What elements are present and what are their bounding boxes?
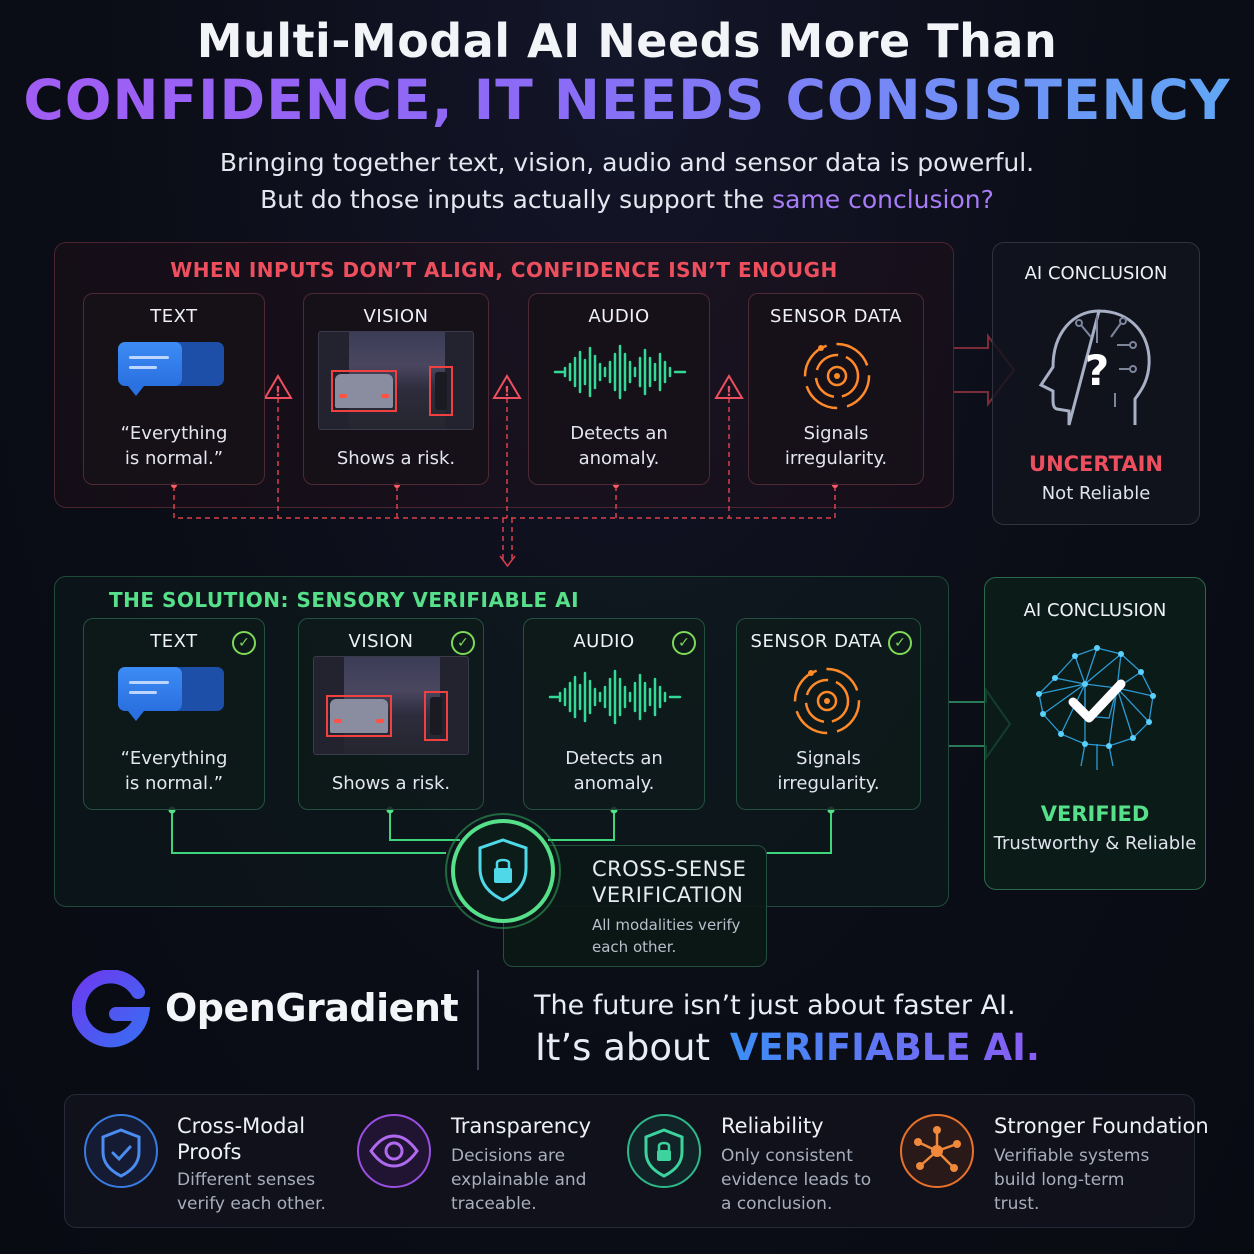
card-text-line2: irregularity.	[777, 773, 880, 794]
card-title: AUDIO	[573, 631, 635, 652]
eye-icon	[369, 1134, 419, 1168]
verification-desc-line2: each other.	[592, 938, 677, 956]
warning-icons	[263, 374, 744, 399]
subtitle-highlight: same conclusion?	[772, 185, 994, 214]
card-title: AUDIO	[588, 306, 650, 327]
feature-desc-line2: evidence leads to	[721, 1170, 872, 1190]
verified-conclusion-card: AI CONCLUSION VERIFIED Trustworthy & Rel…	[984, 577, 1206, 890]
feature-title-line2: Proofs	[177, 1140, 242, 1164]
tagline-line2: It’s about VERIFIABLE AI.	[535, 1026, 1040, 1069]
brain-check-icon	[1036, 645, 1156, 770]
page-title-line2: CONFIDENCE, IT NEEDS CONSISTENCY	[0, 68, 1254, 132]
card-text-line1: Signals	[796, 748, 861, 769]
svg-text:?: ?	[1085, 346, 1109, 395]
head-question-icon: ?	[1038, 309, 1151, 426]
conclusion-label: AI CONCLUSION	[1023, 600, 1167, 621]
feature-desc-line3: trust.	[994, 1194, 1040, 1214]
solution-heading: THE SOLUTION: SENSORY VERIFIABLE AI	[108, 588, 580, 612]
problem-card-text: TEXT “Everything is normal.”	[83, 293, 265, 485]
card-text-line1: Detects an	[570, 423, 668, 444]
card-text-line2: is normal.”	[124, 773, 224, 794]
uncertain-conclusion-card: AI CONCLUSION ? UNCERTAIN Not Reliable	[992, 242, 1200, 525]
feature-desc-line1: Different senses	[177, 1170, 316, 1190]
solution-card-sensor: SENSOR DATA ✓ Signals irregularity.	[736, 618, 921, 810]
svg-text:!: !	[726, 385, 732, 400]
feature-desc-line2: explainable and	[451, 1170, 587, 1190]
street-camera-image	[313, 656, 469, 755]
opengradient-logo-icon	[72, 970, 150, 1048]
shield-check-icon	[101, 1128, 141, 1178]
feature-desc-line1: Verifiable systems	[994, 1146, 1150, 1166]
conclusion-detail: Not Reliable	[1041, 483, 1151, 504]
card-text-line1: Signals	[803, 423, 869, 444]
feature-desc-line3: a conclusion.	[721, 1194, 833, 1214]
card-title: VISION	[348, 631, 414, 652]
card-text-line1: Shows a risk.	[331, 773, 451, 794]
radar-sensor-icon	[803, 342, 871, 410]
problem-card-sensor: SENSOR DATA Signals irregularity.	[748, 293, 924, 485]
feature-desc-line3: traceable.	[451, 1194, 537, 1214]
conclusion-label: AI CONCLUSION	[1024, 263, 1168, 284]
verification-title-line2: VERIFICATION	[592, 883, 744, 907]
problem-card-audio: AUDIO Detects an anomaly.	[528, 293, 710, 485]
card-text-line1: “Everything	[120, 748, 228, 769]
tagline-highlight: VERIFIABLE AI.	[729, 1026, 1040, 1069]
subtitle-line1: Bringing together text, vision, audio an…	[219, 148, 1035, 177]
card-text-line2: anomaly.	[573, 773, 655, 794]
card-title: SENSOR DATA	[750, 631, 883, 652]
card-text-line2: anomaly.	[578, 448, 660, 469]
problem-heading: WHEN INPUTS DON’T ALIGN, CONFIDENCE ISN’…	[170, 258, 838, 282]
card-title: VISION	[363, 306, 429, 327]
card-text-line2: is normal.”	[124, 448, 224, 469]
feature-title-line1: Transparency	[451, 1114, 592, 1138]
svg-text:!: !	[275, 385, 281, 400]
solution-card-audio: AUDIO ✓ Detects an anomaly.	[523, 618, 705, 810]
street-camera-image	[318, 331, 474, 430]
check-icon: ✓	[451, 631, 475, 655]
check-icon: ✓	[232, 631, 256, 655]
verification-callout: CROSS-SENSE VERIFICATION All modalities …	[503, 845, 767, 967]
shield-lock-icon	[644, 1128, 684, 1178]
verification-desc-line1: All modalities verify	[592, 916, 741, 934]
card-text-line2: irregularity.	[784, 448, 888, 469]
feature-desc-line2: verify each other.	[177, 1194, 326, 1214]
subtitle-line2: But do those inputs actually support the…	[260, 185, 994, 214]
radar-sensor-icon	[793, 667, 861, 735]
page-title-line1: Multi-Modal AI Needs More Than	[196, 14, 1058, 68]
card-text-line1: “Everything	[120, 423, 228, 444]
verification-title-line1: CROSS-SENSE	[592, 857, 747, 881]
conclusion-detail: Trustworthy & Reliable	[993, 833, 1197, 854]
conclusion-status: VERIFIED	[1040, 802, 1150, 826]
network-nodes-icon	[914, 1126, 961, 1172]
solution-card-text: TEXT ✓ “Everything is normal.”	[83, 618, 265, 810]
feature-desc-line1: Only consistent	[721, 1146, 853, 1166]
card-title: SENSOR DATA	[770, 306, 902, 327]
card-text-line1: Detects an	[565, 748, 663, 769]
feature-title-line1: Cross-Modal	[177, 1114, 306, 1138]
feature-icon-frame	[627, 1114, 701, 1188]
feature-icon-frame	[900, 1114, 974, 1188]
conclusion-status: UNCERTAIN	[1029, 452, 1163, 476]
waveform-icon	[548, 669, 682, 725]
problem-card-vision: VISION Shows a risk.	[303, 293, 489, 485]
card-text-line1: Shows a risk.	[336, 448, 456, 469]
feature-desc-line2: build long-term	[994, 1170, 1125, 1190]
feature-desc-line1: Decisions are	[451, 1146, 566, 1166]
waveform-icon	[553, 344, 687, 400]
svg-text:!: !	[504, 385, 510, 400]
feature-title-line1: Stronger Foundation	[994, 1114, 1209, 1138]
check-icon: ✓	[888, 631, 912, 655]
feature-icon-frame	[357, 1114, 431, 1188]
feature-icon-frame	[84, 1114, 158, 1188]
tagline-line1: The future isn’t just about faster AI.	[534, 990, 1016, 1021]
shield-lock-icon	[445, 813, 561, 929]
card-title: TEXT	[150, 631, 198, 652]
brand-divider	[477, 970, 479, 1070]
brand-name: OpenGradient	[165, 986, 459, 1030]
check-icon: ✓	[672, 631, 696, 655]
solution-card-vision: VISION ✓ Shows a risk.	[298, 618, 484, 810]
feature-title-line1: Reliability	[721, 1114, 824, 1138]
card-title: TEXT	[150, 306, 198, 327]
